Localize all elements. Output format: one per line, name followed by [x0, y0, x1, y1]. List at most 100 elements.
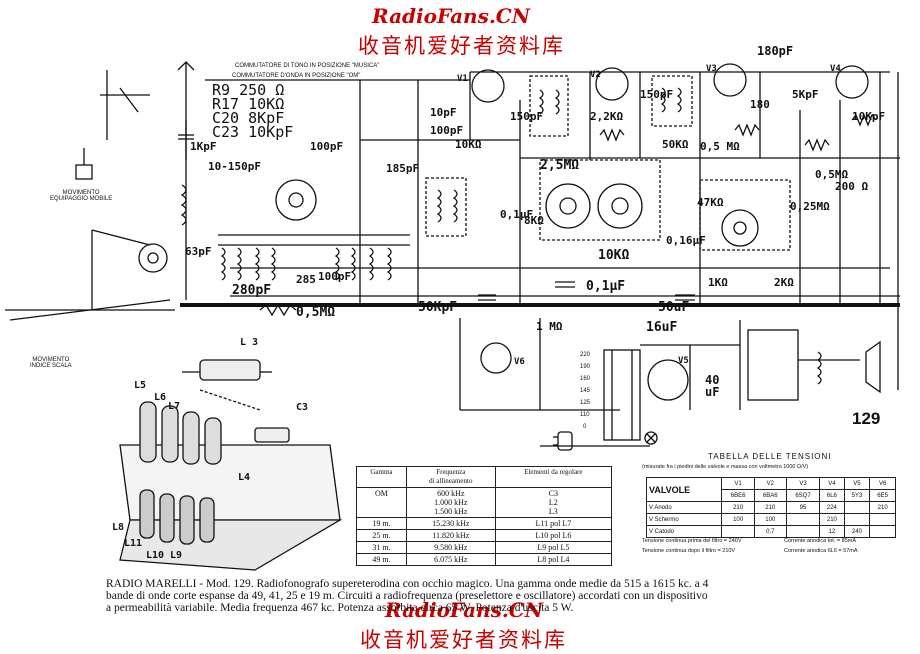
table-header: V3 — [785, 477, 821, 490]
tap-label-160: 160 — [580, 376, 591, 382]
table-header: V5 — [843, 477, 871, 490]
table-header: 5Y3 — [843, 489, 871, 502]
table-header: 6SQ7 — [785, 489, 821, 502]
table-header: V4 — [819, 477, 845, 490]
table-cell — [843, 513, 871, 526]
value-2-2kohm: 2,2KΩ — [590, 110, 624, 123]
tap-label-145: 145 — [580, 388, 591, 394]
table-cell — [785, 525, 821, 538]
value-47kohm: 47KΩ — [697, 196, 724, 209]
tensioni-note-1a: Tensione continua prima del filtro = 240… — [642, 538, 742, 544]
component-list-item-r9: R9 250 Ω — [212, 81, 285, 99]
header-note-line1: COMMUTATORE DI TONO IN POSIZIONE "MUSICA… — [235, 63, 380, 69]
header-note-line2: COMMUTATORE D'ONDA IN POSIZIONE "OM" — [232, 73, 361, 79]
assembly-label-l11: L11 — [124, 538, 143, 549]
tensioni-note-2b: Corrente anodica 6L6 = 57mA — [784, 548, 858, 554]
watermark-bottom: RadioFans.CN — [385, 598, 543, 622]
table-header: 6BE6 — [721, 489, 755, 502]
value-0-5mohm-a: 0,5 MΩ — [700, 140, 740, 153]
value-180pf: 180pF — [757, 44, 794, 58]
value-200-ohm: 200 Ω — [835, 180, 869, 193]
assembly-label-l4: L4 — [238, 472, 251, 483]
table-cell: L9 pol L5 — [494, 541, 613, 554]
value-1mohm: 1 MΩ — [536, 320, 563, 333]
table-row: OM 600 kHz 1.000 kHz 1.500 kHz C3 L2 L3 — [356, 487, 613, 518]
table-header: Elementi da regolare — [494, 466, 613, 488]
valve-label-v6: V6 — [514, 357, 525, 367]
assembly-label-c3: C3 — [296, 402, 309, 413]
table-header: 6BA6 — [753, 489, 787, 502]
value-180-ohm: 180 — [750, 98, 770, 111]
tap-label-190: 190 — [580, 364, 591, 370]
tap-label-220: 220 — [580, 352, 591, 358]
table-row: 49 m. 6.075 kHz L8 pol L4 — [356, 553, 613, 566]
table-cell: 100 — [753, 513, 787, 526]
value-1kpf: 1KpF — [190, 140, 217, 153]
value-1kohm: 1KΩ — [708, 276, 728, 289]
caption: RADIO MARELLI - Mod. 129. Radiofonografo… — [106, 578, 816, 614]
table-cell: 210 — [753, 501, 787, 514]
value-2-5mohm: 2,5MΩ — [540, 158, 580, 173]
tensioni-table-subtitle: (misurate fra i piedini delle valvole e … — [642, 464, 809, 470]
movimento-indice-label: MOVIMENTO INDICE SCALA — [30, 357, 72, 369]
model-number: 129 — [852, 409, 881, 428]
value-16uf: 16uF — [646, 320, 678, 335]
table-cell: L10 pol L6 — [494, 529, 613, 542]
value-100pf-b: 100pF — [310, 140, 344, 153]
value-185pf: 185pF — [386, 162, 420, 175]
tap-label-110: 110 — [580, 412, 590, 418]
assembly-label-l9: L9 — [170, 550, 183, 561]
table-cell: 210 — [819, 513, 845, 526]
table-cell: 100 — [721, 513, 755, 526]
caption-line-2: bande di onde corte espanse da 49, 41, 2… — [106, 590, 708, 602]
table-cell: 224 — [819, 501, 845, 514]
table-header: V6 — [869, 477, 896, 490]
assembly-label-l6: L6 — [154, 392, 167, 403]
value-63pf: 63pF — [185, 245, 212, 258]
assembly-label-l7: L7 — [168, 401, 181, 412]
valve-label-v1: V1 — [457, 74, 468, 84]
table-cell: 12 — [819, 525, 845, 538]
table-cell: 9.580 kHz — [405, 541, 496, 554]
value-285: 285 — [296, 273, 316, 286]
table-cell: V Anodo — [645, 501, 723, 514]
table-cell: 49 m. — [356, 553, 407, 566]
valve-label-v3: V3 — [706, 64, 717, 74]
caption-line-3: a permeabilità variabile. Media frequenz… — [106, 602, 574, 614]
table-header: 6E5 — [869, 489, 896, 502]
tap-label-0: 0 — [583, 424, 587, 430]
table-cell: 210 — [869, 501, 896, 514]
table-cell: 25 m. — [356, 529, 407, 542]
value-40uf: 40 uF — [705, 373, 720, 399]
table-cell: L11 pol L7 — [494, 517, 613, 530]
tensioni-note-1b: Corrente anodica tot. = 85mA — [784, 538, 856, 544]
value-10kpf: 10KpF — [852, 110, 886, 123]
value-2kohm: 2KΩ — [774, 276, 794, 289]
component-list-item-r17: R17 10KΩ — [212, 95, 285, 113]
value-150pf-r: 150pF — [640, 88, 674, 101]
table-cell: 210 — [721, 501, 755, 514]
tap-label-125: 125 — [580, 400, 591, 406]
value-50kohm: 50KΩ — [662, 138, 689, 151]
table-cell — [843, 501, 871, 514]
table-cell: 31 m. — [356, 541, 407, 554]
table-cell: 19 m. — [356, 517, 407, 530]
table-row: 25 m. 11.820 kHz L10 pol L6 — [356, 529, 613, 542]
value-100pf-a: 100pF — [318, 270, 352, 283]
value-0-5mohm-b: 0,5MΩ — [815, 168, 849, 181]
table-cell: 95 — [785, 501, 821, 514]
table-cell: 0,7 — [753, 525, 787, 538]
table-header: Gamma — [356, 466, 407, 488]
value-0-16uf: 0,16μF — [666, 234, 706, 247]
table-cell: 600 kHz 1.000 kHz 1.500 kHz — [405, 487, 496, 518]
table-row: V Anodo 210 210 95 224 210 — [645, 501, 896, 514]
table-cell — [785, 513, 821, 526]
watermark-chinese-bottom: 收音机爱好者资料库 — [360, 628, 567, 652]
table-cell: 240 — [843, 525, 871, 538]
value-0-1uf-b: 0,1μF — [586, 279, 626, 294]
table-cell: OM — [356, 487, 407, 518]
table-header-row: Gamma Frequenza di allineamento Elementi… — [356, 466, 613, 488]
table-cell: L8 pol L4 — [494, 553, 613, 566]
table-cell: V Schermo — [645, 513, 723, 526]
